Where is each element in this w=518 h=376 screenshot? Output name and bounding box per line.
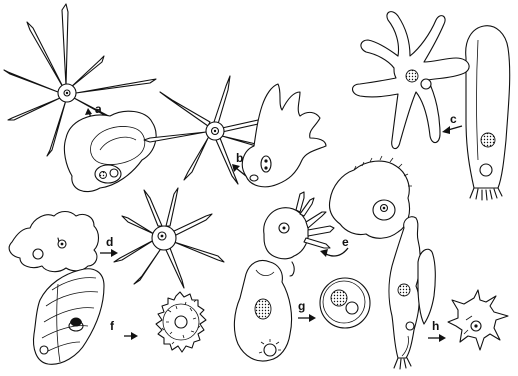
limax-cell-c — [466, 26, 510, 200]
lobose-cell-a — [64, 111, 156, 191]
label-f: f — [110, 319, 115, 333]
round-cyst-g — [320, 278, 370, 328]
label-c: c — [450, 112, 457, 126]
label-d: d — [106, 235, 113, 249]
label-e: e — [342, 235, 349, 249]
wrinkled-limax-h — [389, 217, 435, 369]
branched-cell-c — [353, 12, 470, 149]
arrow-c — [442, 126, 462, 134]
arrow-f — [124, 332, 138, 340]
limax-cell-b — [242, 84, 326, 187]
spiny-cyst-f — [156, 292, 206, 352]
spiny-cell-h — [448, 290, 508, 350]
label-a: a — [95, 102, 102, 116]
arrow-h — [428, 334, 446, 342]
lobose-cell-e — [329, 156, 412, 238]
arrow-e — [320, 248, 348, 257]
arrow-g — [298, 314, 316, 322]
label-g: g — [298, 299, 305, 313]
label-h: h — [432, 319, 439, 333]
elongate-cell-f — [34, 269, 104, 364]
radiosa-cell-d — [114, 188, 224, 288]
lobose-cell-d — [9, 212, 98, 272]
arrow-d — [100, 249, 118, 257]
lobose-cell-g — [234, 261, 291, 362]
